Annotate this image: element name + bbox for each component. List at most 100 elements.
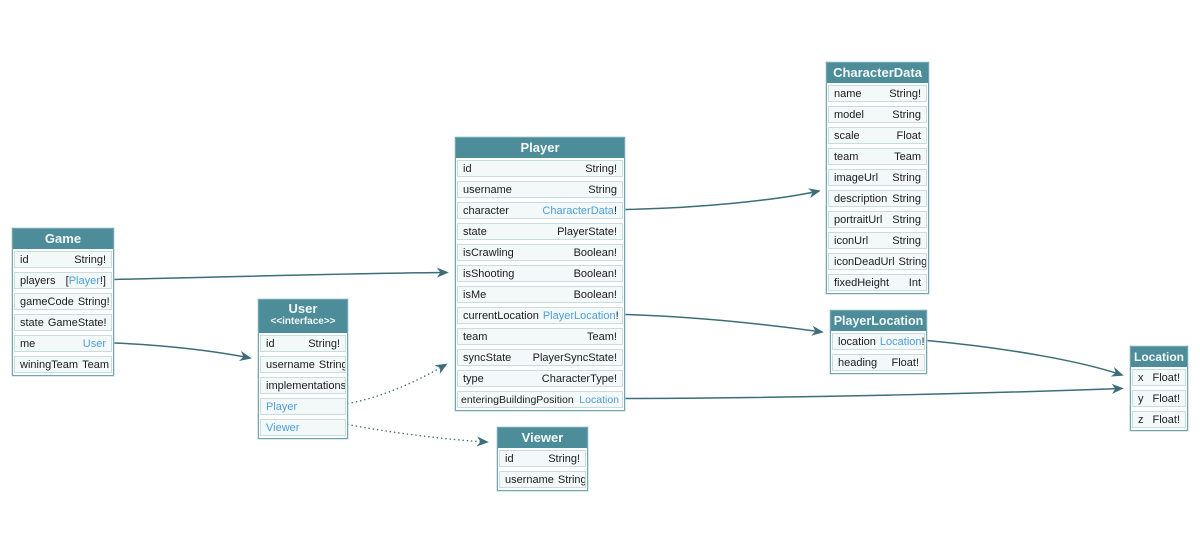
field-row: fixedHeight Int bbox=[828, 274, 927, 291]
field-row: z Float! bbox=[1132, 411, 1186, 428]
field-type: String! bbox=[77, 295, 110, 308]
table-title-viewer[interactable]: Viewer bbox=[498, 428, 587, 448]
table-title-player[interactable]: Player bbox=[456, 138, 624, 158]
type-link-user[interactable]: User bbox=[82, 337, 106, 350]
field-type: CharacterData! bbox=[542, 204, 617, 217]
field-name: me bbox=[20, 337, 36, 350]
field-name: character bbox=[463, 204, 509, 217]
table-title-text: User bbox=[288, 301, 318, 316]
type-link-playerlocation[interactable]: PlayerLocation bbox=[542, 309, 616, 322]
field-type: String bbox=[318, 358, 346, 371]
field-row: iconDeadUrl String bbox=[828, 253, 927, 270]
field-row: imageUrl String bbox=[828, 169, 927, 186]
field-type: Team bbox=[894, 150, 921, 163]
field-row: character CharacterData! bbox=[457, 202, 623, 219]
field-type: Boolean! bbox=[573, 246, 617, 259]
table-title-user[interactable]: User <<interface>> bbox=[259, 300, 347, 333]
type-node-playerlocation: PlayerLocation location Location! headin… bbox=[830, 310, 927, 374]
field-type: [Player!] bbox=[65, 274, 106, 287]
table-title-characterdata[interactable]: CharacterData bbox=[827, 63, 928, 83]
field-type: String bbox=[898, 255, 927, 268]
table-title-location[interactable]: Location bbox=[1131, 347, 1187, 367]
field-name: z bbox=[1138, 413, 1144, 426]
field-type: String! bbox=[548, 452, 580, 465]
arrow-playerlocation-location-to-location bbox=[926, 339, 1124, 377]
field-row: state GameState! bbox=[14, 314, 112, 331]
field-row: id String! bbox=[14, 251, 112, 268]
field-type: CharacterType! bbox=[541, 372, 617, 385]
field-row: username String bbox=[457, 181, 623, 198]
field-name: state bbox=[463, 225, 487, 238]
field-row: id String! bbox=[457, 160, 623, 177]
field-name: iconUrl bbox=[834, 234, 869, 247]
field-type: GameState! bbox=[47, 316, 107, 329]
field-name: team bbox=[463, 330, 488, 343]
field-row: model String bbox=[828, 106, 927, 123]
field-name: currentLocation bbox=[463, 309, 539, 322]
field-row: description String bbox=[828, 190, 927, 207]
implementation-link-player[interactable]: Player bbox=[266, 400, 298, 413]
field-name: portraitUrl bbox=[834, 213, 883, 226]
arrow-user-player-implementation bbox=[347, 363, 448, 405]
type-node-game: Game id String! players [Player!] gameCo… bbox=[12, 228, 114, 376]
type-link-player[interactable]: Player bbox=[68, 274, 100, 287]
field-row: players [Player!] bbox=[14, 272, 112, 289]
field-name: location bbox=[838, 335, 876, 348]
field-type: Float! bbox=[1152, 392, 1180, 405]
field-row: team Team! bbox=[457, 328, 623, 345]
type-link-characterdata[interactable]: CharacterData bbox=[542, 204, 614, 217]
field-row: iconUrl String bbox=[828, 232, 927, 249]
field-row: id String! bbox=[499, 450, 586, 467]
field-type: String bbox=[892, 213, 921, 226]
field-row: type CharacterType! bbox=[457, 370, 623, 387]
field-type: Float! bbox=[1152, 371, 1180, 384]
field-type: String! bbox=[585, 162, 617, 175]
arrow-player-enteringbuildingposition-to-location bbox=[624, 383, 1124, 400]
field-row: syncState PlayerSyncState! bbox=[457, 349, 623, 366]
field-type: String bbox=[892, 108, 921, 121]
table-title-game[interactable]: Game bbox=[13, 229, 113, 249]
field-name: id bbox=[505, 452, 514, 465]
type-link-location[interactable]: Location bbox=[879, 335, 922, 348]
field-name: username bbox=[266, 358, 315, 371]
field-name: heading bbox=[838, 356, 878, 369]
field-name: iconDeadUrl bbox=[834, 255, 895, 268]
implementation-link-viewer[interactable]: Viewer bbox=[266, 421, 300, 434]
implementations-label: implementations bbox=[266, 379, 346, 392]
field-type: String bbox=[892, 234, 921, 247]
type-node-location: Location x Float! y Float! z Float! bbox=[1130, 346, 1188, 431]
table-title-playerlocation[interactable]: PlayerLocation bbox=[831, 311, 926, 331]
field-name: description bbox=[834, 192, 888, 205]
arrow-player-currentlocation-to-playerlocation bbox=[624, 313, 824, 336]
field-name: isMe bbox=[463, 288, 487, 301]
field-row: winingTeam Team bbox=[14, 356, 112, 373]
field-type: Location! bbox=[879, 335, 925, 348]
field-name: username bbox=[463, 183, 512, 196]
field-type: PlayerLocation! bbox=[542, 309, 619, 322]
field-row: enteringBuildingPosition Location bbox=[457, 391, 623, 408]
field-name: syncState bbox=[463, 351, 512, 364]
type-node-user: User <<interface>> id String! username S… bbox=[258, 299, 348, 439]
field-name: imageUrl bbox=[834, 171, 879, 184]
field-row: gameCode String! bbox=[14, 293, 112, 310]
field-name: name bbox=[834, 87, 862, 100]
field-row: username String bbox=[499, 471, 586, 488]
field-name: x bbox=[1138, 371, 1144, 384]
field-row: team Team bbox=[828, 148, 927, 165]
field-row: name String! bbox=[828, 85, 927, 102]
field-type: String! bbox=[889, 87, 921, 100]
field-type: Team bbox=[82, 358, 109, 371]
field-name: isCrawling bbox=[463, 246, 514, 259]
field-type: PlayerState! bbox=[557, 225, 617, 238]
field-row: isCrawling Boolean! bbox=[457, 244, 623, 261]
field-name: fixedHeight bbox=[834, 276, 890, 289]
field-type: Int bbox=[908, 276, 921, 289]
field-name: id bbox=[463, 162, 472, 175]
implementation-link-row: Viewer bbox=[260, 419, 346, 436]
field-type: String! bbox=[308, 337, 340, 350]
type-link-location[interactable]: Location bbox=[579, 393, 619, 406]
field-name: id bbox=[20, 253, 29, 266]
field-name: type bbox=[463, 372, 484, 385]
